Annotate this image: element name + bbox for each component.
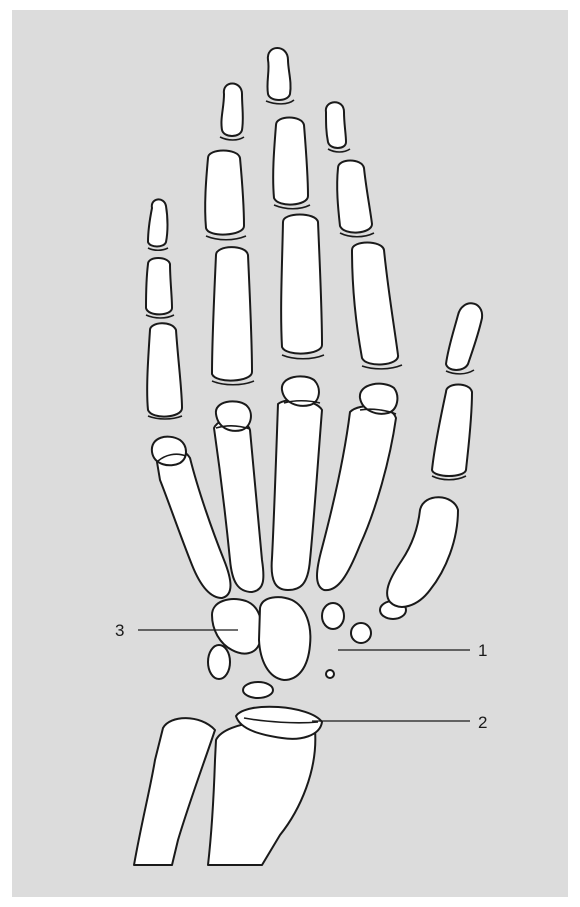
proximal-phalanx-5 [147,323,182,416]
distal-phalanx-3 [267,48,290,100]
metacarpals [157,400,458,607]
ulna [134,718,215,865]
proximal-phalanx-4 [212,247,252,380]
triquetrum [208,645,230,679]
distal-phalanx-4 [221,84,242,137]
callout-label-3: 3 [115,621,124,640]
callout-label-2: 2 [478,713,487,732]
scaphoid-ossification-point [326,670,334,678]
forearm [134,707,322,865]
trapezium [351,623,371,643]
radius [208,721,315,865]
distal-phalanx-5 [148,199,168,246]
distal-phalanx-2 [326,102,346,148]
proximal-phalanx-1 [432,385,472,477]
middle-phalanx-4 [205,151,244,235]
middle-phalanx-5 [146,258,172,314]
distal-phalanx-1 [446,303,482,370]
metacarpal-1 [387,497,458,607]
middle-phalanx-2 [337,161,372,233]
proximal-phalanx-2 [352,243,398,365]
metacarpal-3 [272,400,322,590]
metacarpal-5-head [152,437,186,466]
middle-phalanx-3 [273,118,308,205]
lunate [243,682,273,698]
capitate [259,597,310,680]
carpal-bones [208,597,406,698]
trapezoid [322,603,344,629]
callout-label-1: 1 [478,641,487,660]
metacarpal-2 [317,406,396,590]
proximal-phalanx-3 [281,215,322,354]
